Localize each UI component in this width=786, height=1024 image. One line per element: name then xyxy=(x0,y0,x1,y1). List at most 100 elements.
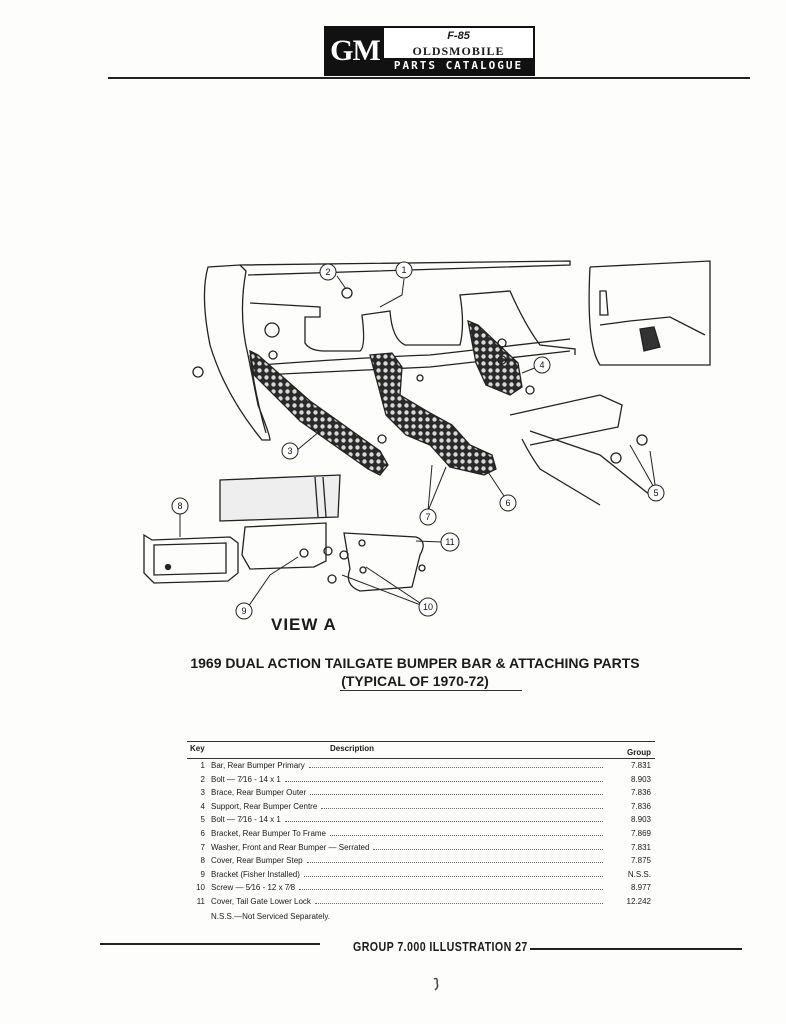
parts-table: Key Description Group 1 Bar, Rear Bumper … xyxy=(187,741,655,921)
callout-8: 8 xyxy=(171,497,189,515)
row-key: 1 xyxy=(200,761,205,770)
row-leader-dots xyxy=(373,841,603,850)
table-row: 10 Screw — 5⁄16 - 12 x 7⁄8 8.977 xyxy=(187,881,655,895)
table-row: 4 Support, Rear Bumper Centre 7.836 xyxy=(187,800,655,814)
callout-4: 4 xyxy=(533,356,551,374)
model-mark: F-85 xyxy=(447,30,470,42)
table-row: 11 Cover, Tail Gate Lower Lock 12.242 xyxy=(187,895,655,909)
row-group: 7.869 xyxy=(630,828,651,838)
frame-bracket-shape xyxy=(369,352,497,476)
row-key: 6 xyxy=(200,828,205,838)
callout-5: 5 xyxy=(647,484,665,502)
row-leader-dots xyxy=(330,827,603,836)
callout-7: 7 xyxy=(419,508,437,526)
gm-logo: GM xyxy=(326,28,384,74)
row-description: Bar, Rear Bumper Primary xyxy=(211,761,305,770)
row-description: Bolt — 7⁄16 - 14 x 1 xyxy=(211,815,281,825)
row-group: 8.903 xyxy=(630,815,651,825)
row-group: 7.831 xyxy=(630,761,651,770)
callout-11-label: 11 xyxy=(445,537,454,547)
row-group: 8.903 xyxy=(630,774,651,784)
header-key: Key xyxy=(190,744,205,753)
page-smudge xyxy=(433,977,439,991)
callout-1: 1 xyxy=(395,261,413,279)
row-leader-dots xyxy=(321,800,603,809)
callout-3-label: 3 xyxy=(287,446,292,456)
row-group: 7.875 xyxy=(630,856,651,866)
callout-3: 3 xyxy=(281,442,299,460)
callout-2-label: 2 xyxy=(325,267,330,277)
callout-8-label: 8 xyxy=(177,501,182,511)
row-group: 7.836 xyxy=(630,801,651,811)
table-row: 1 Bar, Rear Bumper Primary 7.831 xyxy=(187,759,655,773)
row-key: 7 xyxy=(200,842,205,852)
table-row: 5 Bolt — 7⁄16 - 14 x 1 8.903 xyxy=(187,813,655,827)
callout-6: 6 xyxy=(499,494,517,512)
row-key: 9 xyxy=(200,869,205,879)
table-row: 8 Cover, Rear Bumper Step 7.875 xyxy=(187,854,655,868)
row-key: 2 xyxy=(200,774,205,784)
row-leader-dots xyxy=(303,868,603,877)
callout-6-label: 6 xyxy=(505,498,510,508)
catalog-name: PARTS CATALOGUE xyxy=(384,58,533,74)
header-description: Description xyxy=(330,744,375,753)
row-group: 12.242 xyxy=(626,896,651,906)
row-group: N.S.S. xyxy=(627,869,651,879)
footer-rule-right xyxy=(530,948,742,950)
row-description: Support, Rear Bumper Centre xyxy=(211,801,318,811)
row-key: 3 xyxy=(200,788,205,798)
row-description: Washer, Front and Rear Bumper — Serrated xyxy=(211,842,370,852)
callout-10-label: 10 xyxy=(423,602,433,612)
row-group: 8.977 xyxy=(630,883,651,893)
table-row: 9 Bracket (Fisher Installed) N.S.S. xyxy=(187,868,655,882)
callout-4-label: 4 xyxy=(539,360,544,370)
callout-1-label: 1 xyxy=(401,265,406,275)
title-line-1: 1969 DUAL ACTION TAILGATE BUMPER BAR & A… xyxy=(190,655,640,671)
row-key: 4 xyxy=(200,801,205,811)
row-leader-dots xyxy=(306,854,603,864)
table-row: 7 Washer, Front and Rear Bumper — Serrate… xyxy=(187,841,655,855)
row-description: Screw — 5⁄16 - 12 x 7⁄8 xyxy=(211,883,296,893)
row-key: 8 xyxy=(200,856,205,866)
callout-9: 9 xyxy=(235,602,253,620)
row-group: 7.836 xyxy=(630,788,651,798)
table-header: Key Description Group xyxy=(187,742,655,759)
row-description: Cover, Rear Bumper Step xyxy=(211,856,303,866)
row-key: 10 xyxy=(196,883,205,893)
row-leader-dots xyxy=(299,881,603,891)
table-row: 2 Bolt — 7⁄16 - 14 x 1 8.903 xyxy=(187,773,655,787)
row-leader-dots xyxy=(310,786,603,796)
header-divider xyxy=(108,77,750,79)
catalog-logo: GM F-85 OLDSMOBILE PARTS CATALOGUE xyxy=(324,26,535,76)
row-leader-dots xyxy=(314,895,603,904)
illustration-title: 1969 DUAL ACTION TAILGATE BUMPER BAR & A… xyxy=(150,654,680,690)
callout-7-label: 7 xyxy=(425,512,430,522)
row-description: Cover, Tail Gate Lower Lock xyxy=(211,896,311,906)
title-line-2: (TYPICAL OF 1970-72) xyxy=(341,673,489,689)
support-shape xyxy=(467,319,523,396)
footer-illustration-ref: GROUP 7.000 ILLUSTRATION 27 xyxy=(353,939,528,954)
callout-11: 11 xyxy=(440,532,460,552)
row-key: 11 xyxy=(196,896,205,906)
step-cover-shape xyxy=(219,474,341,522)
brand-name: OLDSMOBILE xyxy=(412,44,505,58)
table-row: 3 Brace, Rear Bumper Outer 7.836 xyxy=(187,786,655,800)
row-description: Bolt — 7⁄16 - 14 x 1 xyxy=(211,774,281,784)
brace-shape xyxy=(249,349,389,476)
view-a-label: VIEW A xyxy=(271,615,337,634)
callout-10: 10 xyxy=(418,597,438,617)
table-note: N.S.S.—Not Serviced Separately. xyxy=(211,911,331,921)
exploded-parts-diagram: 1 2 3 4 5 6 7 8 9 10 11 xyxy=(143,260,711,620)
title-underline xyxy=(340,690,522,691)
row-group: 7.831 xyxy=(630,842,651,852)
row-key: 5 xyxy=(200,815,205,825)
row-description: Bracket (Fisher Installed) xyxy=(211,869,300,879)
row-description: Brace, Rear Bumper Outer xyxy=(211,788,307,798)
callout-5-label: 5 xyxy=(653,488,658,498)
row-leader-dots xyxy=(308,759,603,768)
fisher-bracket-shape xyxy=(241,522,327,570)
tailgate-lock-cover-shape xyxy=(343,532,424,592)
footer-rule-left xyxy=(100,943,320,945)
